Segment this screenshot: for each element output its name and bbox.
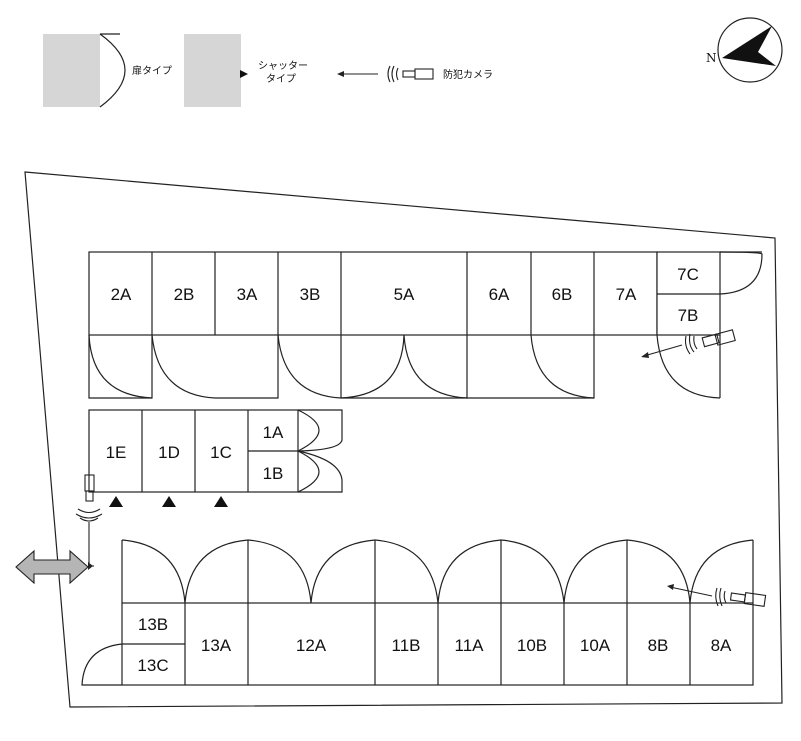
unit-1D[interactable]: 1D	[158, 443, 180, 462]
unit-11A[interactable]: 11A	[455, 636, 485, 655]
unit-13C[interactable]: 13C	[137, 656, 168, 675]
row-top: 2A 2B 3A 3B 5A 6A 6B 7A 7C 7B	[88, 251, 763, 399]
unit-7A[interactable]: 7A	[616, 285, 637, 304]
unit-10B[interactable]: 10B	[517, 636, 547, 655]
shutter-1D-icon	[162, 496, 176, 507]
legend-shutter-label-2: タイプ	[266, 73, 296, 85]
unit-13A[interactable]: 13A	[201, 636, 232, 655]
row-bottom: 13B 13C 13A 12A 11B 11A 10B 10A 8B 8A	[81, 539, 767, 686]
legend-door-label: 扉タイプ	[132, 64, 172, 77]
unit-1A[interactable]: 1A	[263, 423, 284, 442]
unit-2B[interactable]: 2B	[174, 285, 195, 304]
legend-shutter-unit	[184, 34, 241, 107]
compass-arrow-icon	[722, 26, 776, 66]
unit-3B[interactable]: 3B	[300, 285, 321, 304]
unit-10A[interactable]: 10A	[580, 636, 611, 655]
row-middle: 1E 1D 1C 1A 1B	[75, 409, 343, 570]
unit-6B[interactable]: 6B	[552, 285, 573, 304]
unit-8B[interactable]: 8B	[648, 636, 669, 655]
unit-7C[interactable]: 7C	[677, 265, 699, 284]
compass: N	[706, 17, 783, 83]
legend-shutter-arrow-icon	[240, 70, 248, 78]
camera-icon-bottom	[667, 584, 767, 607]
legend-shutter-label-1: シャッター	[258, 60, 308, 72]
unit-1C[interactable]: 1C	[210, 443, 232, 462]
unit-1E[interactable]: 1E	[106, 443, 127, 462]
unit-7B[interactable]: 7B	[678, 306, 699, 325]
camera-icon-top	[641, 329, 736, 358]
unit-1B[interactable]: 1B	[263, 464, 284, 483]
legend-camera-label: 防犯カメラ	[443, 68, 493, 81]
legend-door-unit	[43, 34, 100, 107]
shutter-1E-icon	[109, 496, 123, 507]
camera-icon-left	[75, 474, 103, 570]
unit-11B[interactable]: 11B	[392, 636, 421, 655]
unit-13B[interactable]: 13B	[138, 615, 168, 634]
legend-camera-icon	[337, 65, 434, 83]
shutter-1C-icon	[214, 496, 228, 507]
legend-door-swing	[99, 33, 126, 108]
unit-6A[interactable]: 6A	[489, 285, 510, 304]
unit-12A[interactable]: 12A	[296, 636, 327, 655]
legend: 扉タイプ シャッター タイプ 防犯カメラ	[43, 33, 493, 108]
unit-8A[interactable]: 8A	[711, 636, 732, 655]
unit-5A[interactable]: 5A	[394, 285, 415, 304]
unit-2A[interactable]: 2A	[111, 285, 132, 304]
compass-label: N	[706, 51, 717, 65]
entrance-arrow-icon	[15, 549, 89, 585]
unit-3A[interactable]: 3A	[237, 285, 258, 304]
site-boundary	[24, 171, 783, 708]
